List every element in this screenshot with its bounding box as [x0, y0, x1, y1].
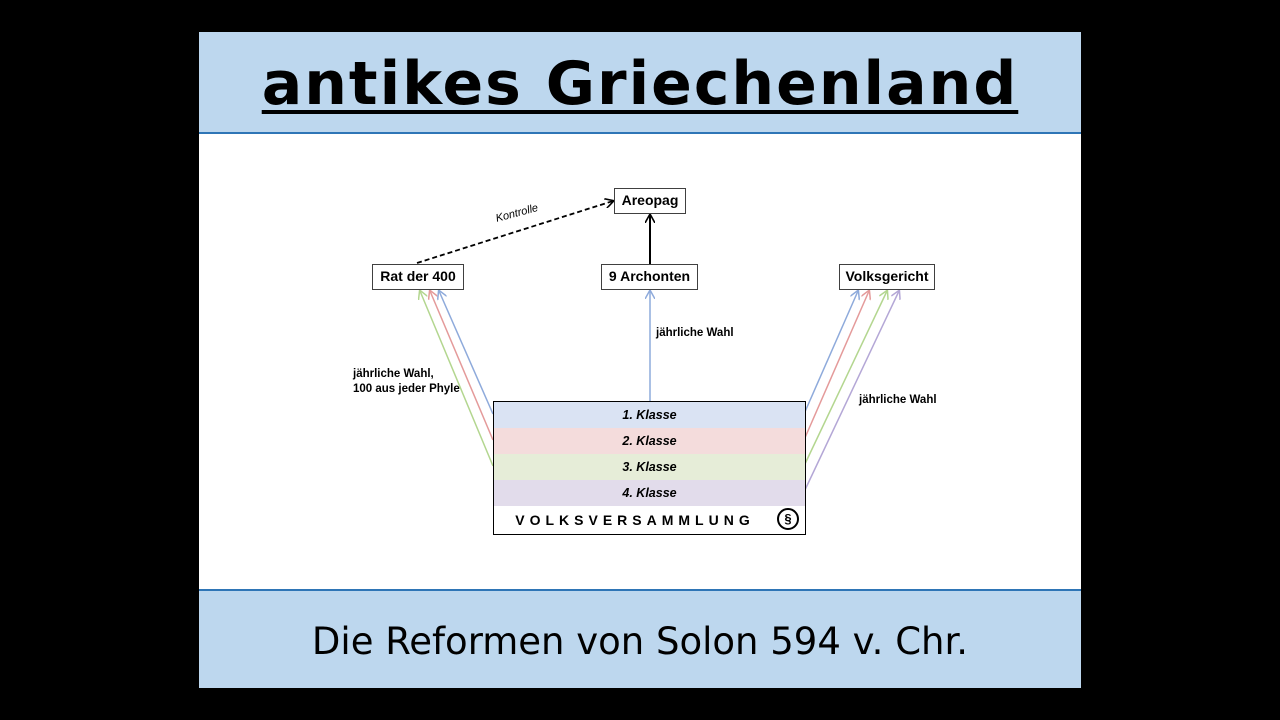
wahl-left-label-line1: jährliche Wahl,	[353, 368, 434, 380]
class-3-row: 3. Klasse	[494, 454, 805, 480]
areopag-box: Areopag	[614, 188, 686, 214]
volksversammlung-row: VOLKSVERSAMMLUNG §	[494, 506, 805, 534]
slide-title: antikes Griechenland	[261, 49, 1019, 119]
class2-to-rat-arrow	[430, 291, 494, 441]
wahl-right-label: jährliche Wahl	[859, 394, 937, 406]
volksversammlung-label: VOLKSVERSAMMLUNG	[515, 512, 755, 528]
slide: antikes Griechenland	[199, 32, 1081, 688]
class4-to-volksgericht-arrow	[803, 291, 899, 493]
header-band: antikes Griechenland	[199, 32, 1081, 134]
class-2-row: 2. Klasse	[494, 428, 805, 454]
class1-to-volksgericht-arrow	[803, 291, 858, 415]
class-4-row: 4. Klasse	[494, 480, 805, 506]
archonten-box: 9 Archonten	[601, 264, 698, 290]
footer-band: Die Reformen von Solon 594 v. Chr.	[199, 589, 1081, 688]
volksversammlung-block: 1. Klasse 2. Klasse 3. Klasse 4. Klasse …	[493, 401, 806, 535]
class1-to-rat-arrow	[439, 291, 494, 415]
rat-der-400-box: Rat der 400	[372, 264, 464, 290]
class-1-row: 1. Klasse	[494, 402, 805, 428]
volksgericht-box: Volksgericht	[839, 264, 935, 290]
kontrolle-arrow	[416, 201, 613, 264]
class3-to-volksgericht-arrow	[803, 291, 887, 467]
diagram-connectors	[416, 32, 1081, 493]
slide-subtitle: Die Reformen von Solon 594 v. Chr.	[311, 620, 969, 663]
class3-to-rat-arrow	[420, 291, 494, 467]
wahl-left-label-line2: 100 aus jeder Phyle	[353, 383, 460, 395]
paragraph-icon: §	[777, 508, 799, 530]
class2-to-volksgericht-arrow	[803, 291, 869, 441]
wahl-center-label: jährliche Wahl	[656, 327, 734, 339]
